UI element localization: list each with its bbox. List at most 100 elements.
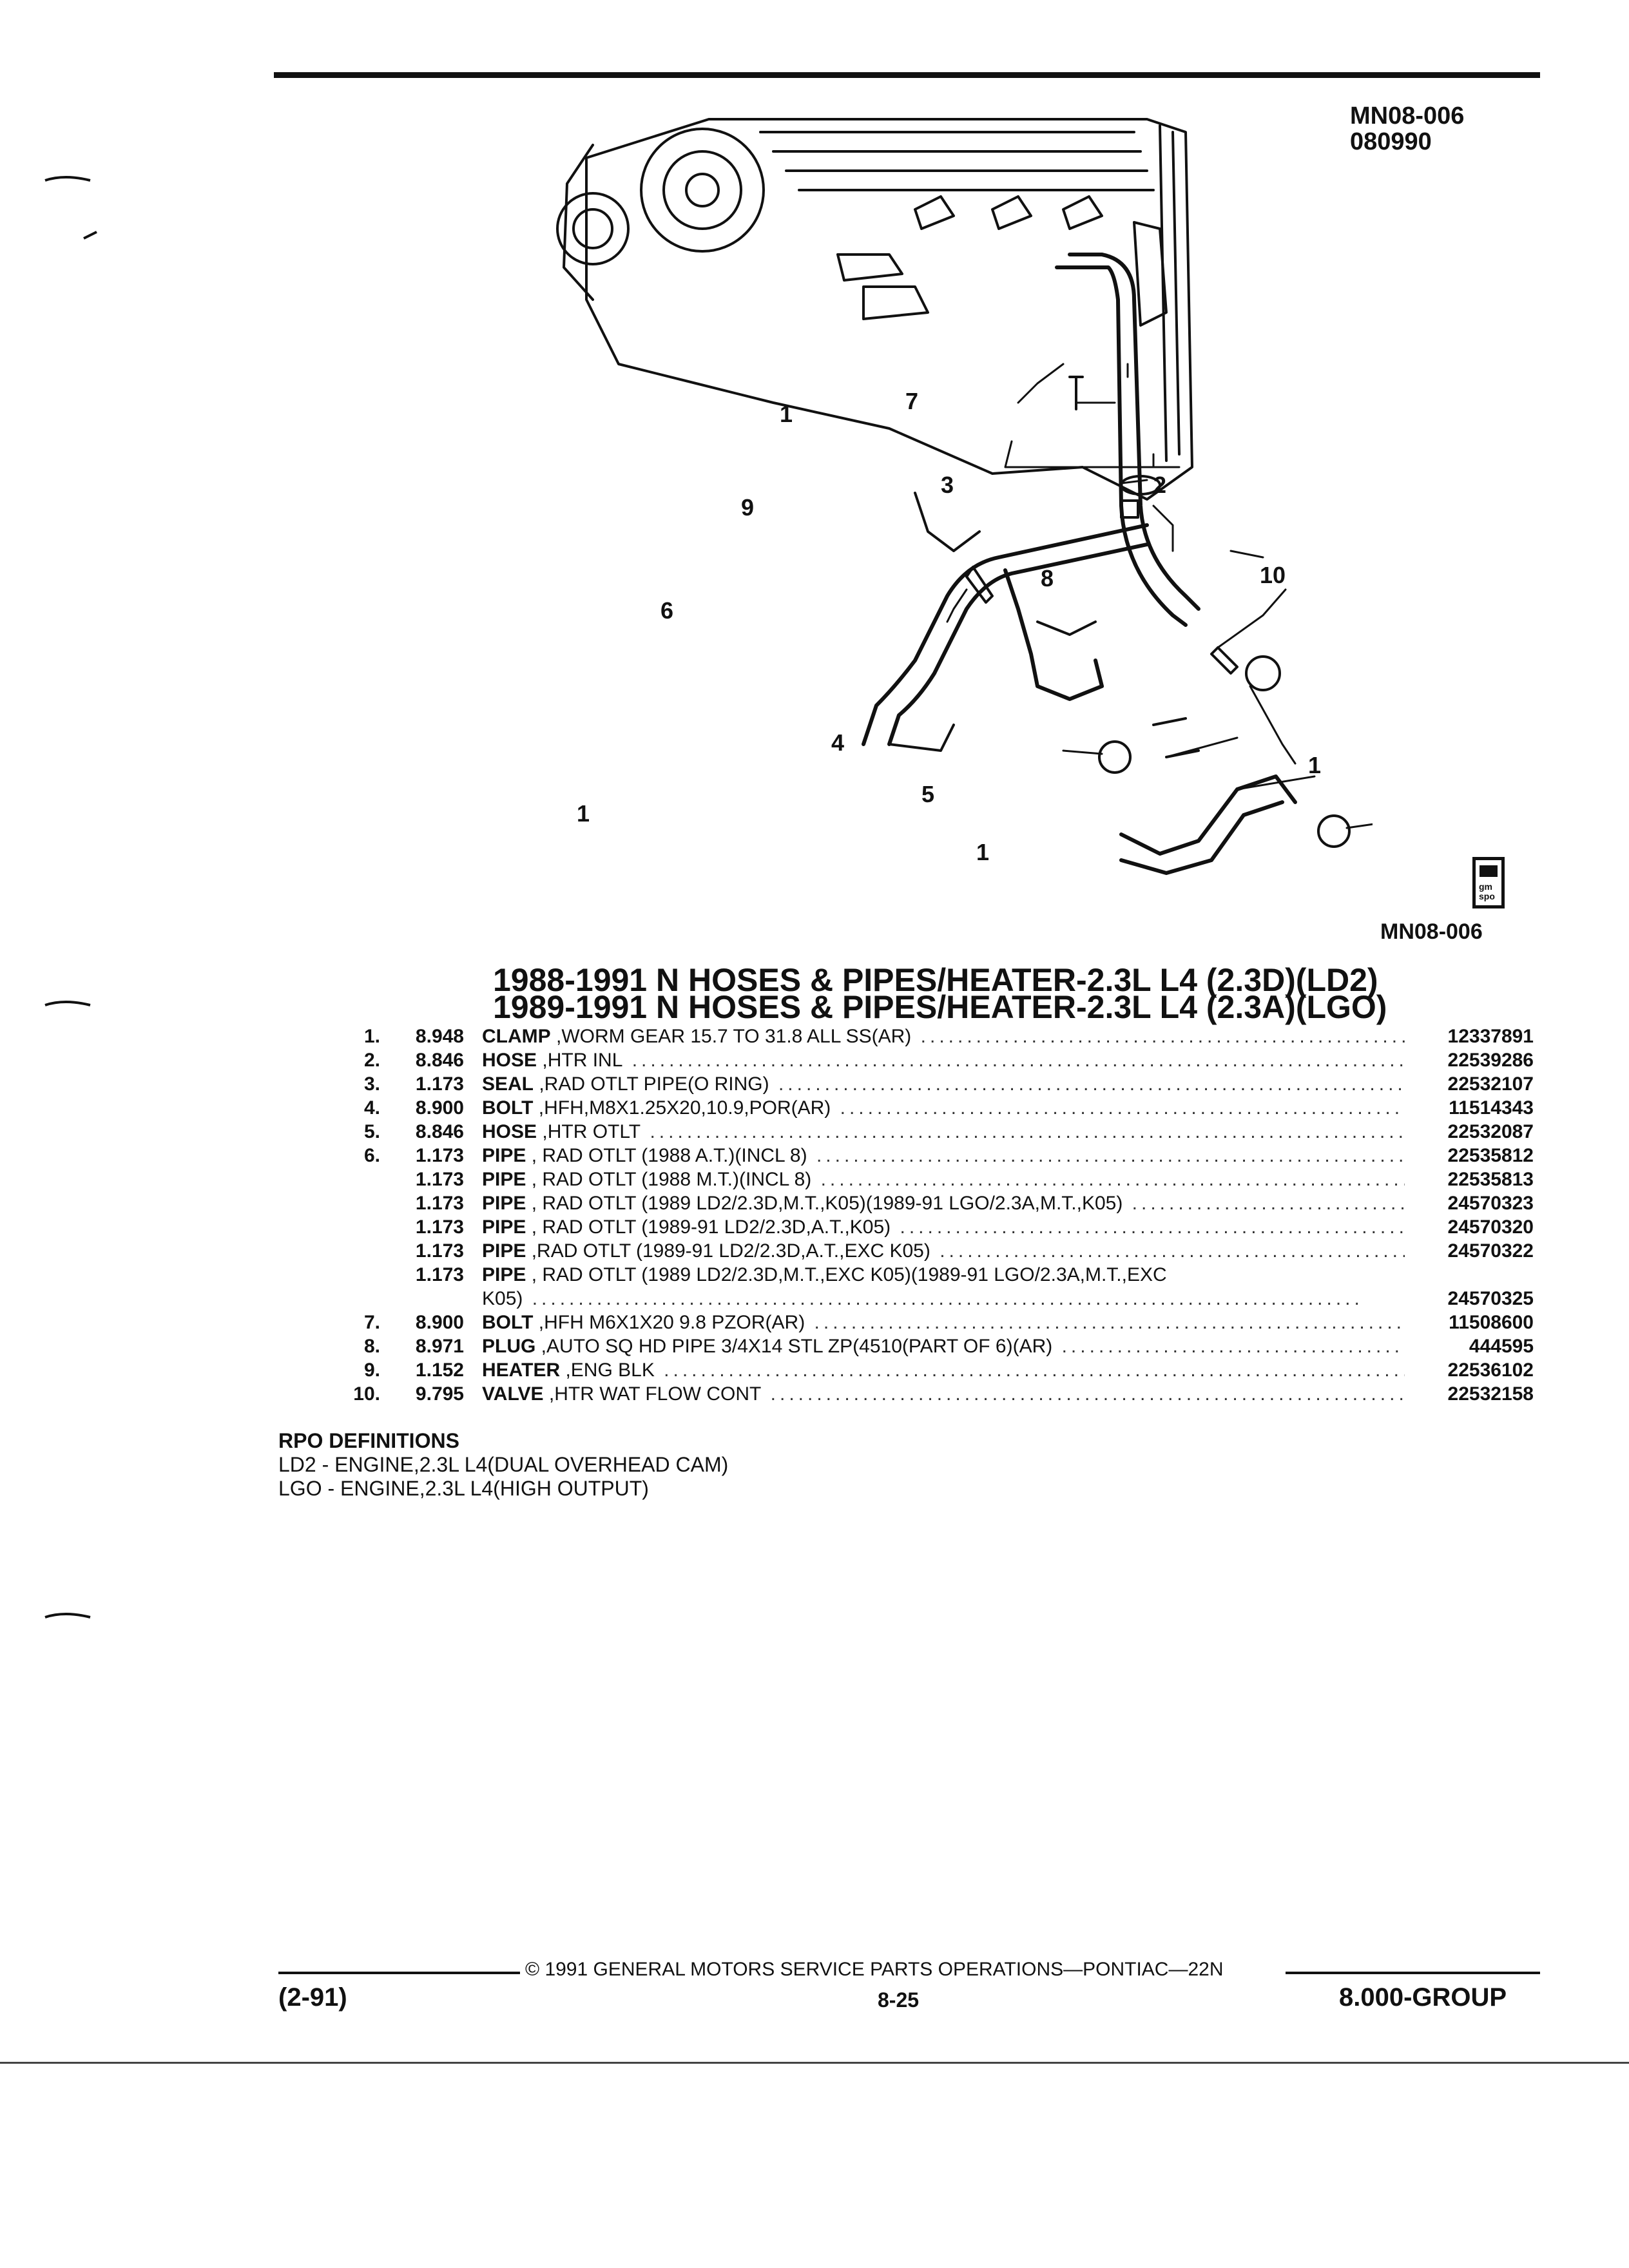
part-description: PIPE , RAD OTLT (1989-91 LD2/2.3D,A.T.,K… bbox=[482, 1216, 1405, 1238]
part-number: 11508600 bbox=[1449, 1312, 1534, 1333]
group-code: 1.173 bbox=[415, 1193, 464, 1214]
engine-block bbox=[585, 118, 1193, 501]
part-name: SEAL bbox=[482, 1073, 534, 1095]
part-name: CLAMP bbox=[482, 1026, 551, 1047]
pulley bbox=[640, 128, 765, 253]
part-number: 24570323 bbox=[1447, 1193, 1534, 1214]
part-number: 22539286 bbox=[1447, 1050, 1534, 1071]
plug bbox=[1120, 499, 1139, 519]
clamp-left bbox=[1098, 740, 1132, 774]
rpo-heading: RPO DEFINITIONS bbox=[278, 1429, 459, 1452]
part-description: PIPE , RAD OTLT (1988 A.T.)(INCL 8) ....… bbox=[482, 1145, 1405, 1166]
footer-date: (2-91) bbox=[278, 1983, 347, 2012]
part-name: VALVE bbox=[482, 1383, 544, 1405]
part-description: VALVE ,HTR WAT FLOW CONT ...............… bbox=[482, 1383, 1405, 1405]
part-detail: , RAD OTLT (1989-91 LD2/2.3D,A.T.,K05) bbox=[526, 1216, 891, 1238]
group-code: 1.173 bbox=[415, 1073, 464, 1095]
top-rule bbox=[274, 72, 1540, 78]
callout-8: 8 bbox=[1041, 565, 1054, 591]
figure-id-block: MN08-006 080990 bbox=[1350, 103, 1464, 155]
part-name: PIPE bbox=[482, 1240, 526, 1262]
part-detail: ,HFH,M8X1.25X20,10.9,POR(AR) bbox=[533, 1097, 831, 1119]
bolt-item4 bbox=[1152, 717, 1200, 758]
parts-row: 6. 1.173 PIPE , RAD OTLT (1988 A.T.)(INCL … bbox=[348, 1144, 1534, 1168]
part-detail: ,HFH M6X1X20 9.8 PZOR(AR) bbox=[533, 1312, 805, 1333]
part-description: PIPE , RAD OTLT (1989 LD2/2.3D,M.T.,K05)… bbox=[482, 1193, 1405, 1214]
radiator-outlet-pipe bbox=[862, 523, 1149, 746]
rpo-definitions: RPO DEFINITIONS LD2 - ENGINE,2.3L L4(DUA… bbox=[278, 1429, 728, 1501]
part-description: CLAMP ,WORM GEAR 15.7 TO 31.8 ALL SS(AR)… bbox=[482, 1026, 1405, 1047]
group-code: 8.971 bbox=[415, 1336, 464, 1357]
part-name: PIPE bbox=[482, 1169, 526, 1190]
part-name: PIPE bbox=[482, 1264, 526, 1285]
part-detail: ,ENG BLK bbox=[560, 1360, 655, 1381]
gm-spo-icon-label: gm spo bbox=[1479, 881, 1495, 901]
figure-id-bottom: MN08-006 bbox=[1380, 919, 1483, 944]
item-number: 6. bbox=[363, 1145, 380, 1166]
part-detail: , RAD OTLT (1988 A.T.)(INCL 8) bbox=[526, 1145, 807, 1166]
group-code: 1.173 bbox=[415, 1145, 464, 1166]
parts-row: 1.173 PIPE , RAD OTLT (1989 LD2/2.3D,M.T.… bbox=[348, 1191, 1534, 1215]
part-description: PIPE , RAD OTLT (1989 LD2/2.3D,M.T.,EXC … bbox=[482, 1264, 1364, 1309]
group-code: 1.173 bbox=[415, 1240, 464, 1262]
group-code: 1.152 bbox=[415, 1360, 464, 1381]
part-number: 12337891 bbox=[1447, 1026, 1534, 1047]
part-detail: ,HTR OTLT bbox=[537, 1121, 641, 1142]
part-name: PIPE bbox=[482, 1193, 526, 1214]
margin-mark-middle bbox=[44, 1001, 91, 1006]
callout-9: 9 bbox=[741, 494, 754, 521]
part-detail-cont: K05) bbox=[482, 1288, 523, 1309]
part-number: 22536102 bbox=[1447, 1360, 1534, 1381]
exploded-parts-diagram: 1 7 3 2 9 8 10 6 4 1 5 1 1 bbox=[556, 118, 1373, 875]
rpo-item-ld2: LD2 - ENGINE,2.3L L4(DUAL OVERHEAD CAM) bbox=[278, 1453, 729, 1476]
group-number: 8.000-GROUP bbox=[1339, 1983, 1507, 2012]
item-number: 10. bbox=[353, 1383, 380, 1405]
part-name: PIPE bbox=[482, 1216, 526, 1238]
item-number: 5. bbox=[363, 1121, 380, 1142]
seal-o-ring bbox=[1120, 475, 1161, 495]
part-number: 24570322 bbox=[1447, 1240, 1534, 1262]
group-code: 8.846 bbox=[415, 1121, 464, 1142]
part-name: HOSE bbox=[482, 1121, 537, 1142]
valve bbox=[1210, 646, 1239, 675]
heater-outlet-hose bbox=[1119, 774, 1297, 856]
callout-2: 2 bbox=[1153, 472, 1166, 498]
part-number: 24570320 bbox=[1447, 1216, 1534, 1238]
clamp-upper bbox=[1245, 655, 1281, 691]
part-name: HEATER bbox=[482, 1360, 561, 1381]
margin-mark-lower bbox=[44, 1613, 91, 1619]
page-number: 8-25 bbox=[878, 1988, 920, 2012]
section-title-2: 1989-1991 N HOSES & PIPES/HEATER-2.3L L4… bbox=[493, 989, 1387, 1025]
callout-1-lower: 1 bbox=[976, 839, 989, 865]
item-number: 7. bbox=[363, 1312, 380, 1333]
part-detail: ,RAD OTLT (1989-91 LD2/2.3D,A.T.,EXC K05… bbox=[526, 1240, 930, 1262]
part-detail: ,HTR INL bbox=[537, 1050, 623, 1071]
part-name: HOSE bbox=[482, 1050, 537, 1071]
part-number: 22532158 bbox=[1447, 1383, 1534, 1405]
part-detail: , RAD OTLT (1989 LD2/2.3D,M.T.,EXC K05)(… bbox=[526, 1264, 1167, 1285]
part-detail: ,RAD OTLT PIPE(O RING) bbox=[534, 1073, 769, 1095]
part-number: 22532087 bbox=[1447, 1121, 1534, 1142]
part-detail: ,AUTO SQ HD PIPE 3/4X14 STL ZP(4510(PART… bbox=[535, 1336, 1053, 1357]
group-code: 8.948 bbox=[415, 1026, 464, 1047]
callout-7: 7 bbox=[905, 388, 918, 414]
clamp-right bbox=[1317, 814, 1351, 848]
group-code: 1.173 bbox=[415, 1216, 464, 1238]
footer-rule-right bbox=[1286, 1972, 1540, 1974]
part-detail: ,HTR WAT FLOW CONT bbox=[543, 1383, 762, 1405]
copyright: © 1991 GENERAL MOTORS SERVICE PARTS OPER… bbox=[525, 1959, 1224, 1980]
part-description: BOLT ,HFH,M8X1.25X20,10.9,POR(AR) ......… bbox=[482, 1097, 1405, 1119]
part-description: HEATER ,ENG BLK ........................… bbox=[482, 1360, 1405, 1381]
part-detail: , RAD OTLT (1989 LD2/2.3D,M.T.,K05)(1989… bbox=[526, 1193, 1123, 1214]
group-code: 1.173 bbox=[415, 1264, 464, 1285]
footer-rule-left bbox=[278, 1972, 520, 1974]
